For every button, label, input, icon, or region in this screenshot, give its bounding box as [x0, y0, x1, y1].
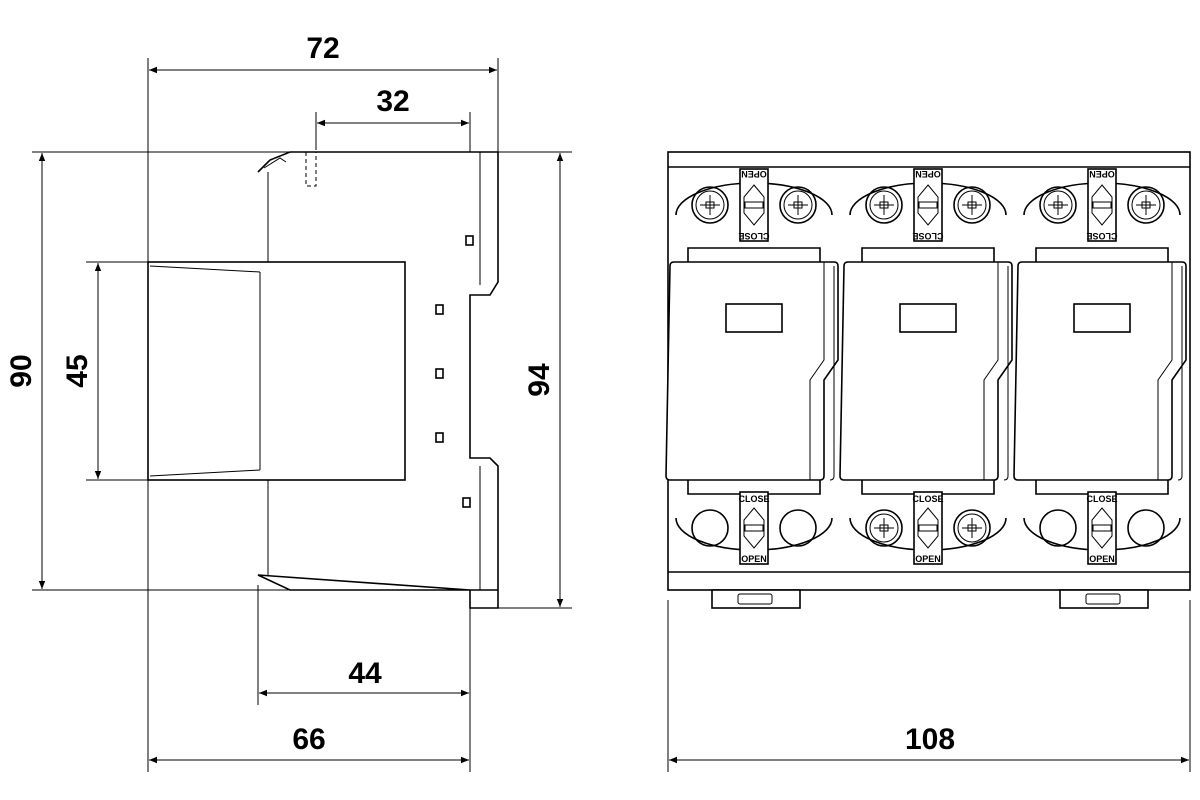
screw-cross — [1048, 195, 1068, 215]
open-label: OPEN — [741, 169, 767, 179]
modules: OPENCLOSECLOSEOPENOPENCLOSECLOSEOPENOPEN… — [665, 168, 1187, 565]
screw-head — [1043, 190, 1073, 220]
side-body — [147, 151, 499, 609]
screw-cross — [788, 195, 808, 215]
close-label: CLOSE — [738, 231, 769, 241]
open-close-arrow-icon — [1091, 184, 1113, 226]
screw-cross — [962, 518, 982, 538]
top-terminal: OPEN CLOSE — [675, 168, 833, 242]
plug-in-cartridge — [1013, 261, 1187, 481]
dimension-72: 72 — [306, 32, 339, 65]
terminal-hole — [1127, 509, 1165, 547]
clamp-slot — [1092, 524, 1112, 532]
clamp-slot — [744, 524, 764, 532]
screw-icon — [865, 509, 903, 547]
dimension-45: 45 — [61, 354, 94, 387]
protection-module: OPEN CLOSE CLOSE OPEN — [1013, 168, 1187, 565]
close-label: CLOSE — [1086, 231, 1117, 241]
dimension-108: 108 — [905, 723, 955, 756]
plug-in-cartridge — [839, 261, 1013, 481]
status-window — [725, 303, 783, 333]
close-label: CLOSE — [1086, 494, 1117, 504]
terminal-hole — [779, 509, 817, 547]
open-label: OPEN — [915, 554, 941, 564]
cartridge-edge — [809, 262, 835, 481]
top-terminal: OPEN CLOSE — [1023, 168, 1181, 242]
dimension-lines — [38, 66, 564, 764]
dimension-94: 94 — [523, 363, 556, 397]
screw-icon — [953, 186, 991, 224]
open-close-arrow-icon — [743, 184, 765, 226]
screw-head — [783, 190, 813, 220]
upper-tab — [861, 247, 995, 262]
upper-tab — [1035, 247, 1169, 262]
screw-cross — [700, 195, 720, 215]
screw-icon — [779, 186, 817, 224]
clamp-slot — [918, 201, 938, 209]
top-terminal: OPEN CLOSE — [849, 168, 1007, 242]
clamp-slot — [1092, 201, 1112, 209]
cartridge-edge — [983, 262, 1009, 481]
dimension-44: 44 — [348, 657, 382, 690]
plug-in-cartridge — [665, 261, 839, 481]
screw-icon — [953, 509, 991, 547]
upper-tab — [687, 247, 821, 262]
screw-icon — [1039, 186, 1077, 224]
open-label: OPEN — [1089, 169, 1115, 179]
dimension-66: 66 — [292, 723, 325, 756]
dimension-32: 32 — [376, 85, 409, 118]
clamp-slot — [918, 524, 938, 532]
screw-head — [1131, 190, 1161, 220]
screw-cross — [874, 195, 894, 215]
protection-module: OPEN CLOSE CLOSE OPEN — [839, 168, 1013, 565]
bottom-terminal: CLOSE OPEN — [675, 491, 833, 565]
bottom-terminal: CLOSE OPEN — [1023, 491, 1181, 565]
clamp-slot — [744, 201, 764, 209]
open-close-arrow-icon — [1091, 507, 1113, 549]
open-close-arrow-icon — [917, 507, 939, 549]
screw-head — [695, 190, 725, 220]
front-view: 108 OPENCLOSECLOSEOPENOPENCLOSECLOSEOPEN… — [665, 151, 1191, 772]
screw-head — [869, 513, 899, 543]
screw-head — [869, 190, 899, 220]
screw-icon — [865, 186, 903, 224]
screw-icon — [1127, 186, 1165, 224]
bottom-terminal: CLOSE OPEN — [849, 491, 1007, 565]
terminal-hole — [691, 509, 729, 547]
status-window — [1073, 303, 1131, 333]
terminal-hole — [1039, 509, 1077, 547]
side-view: 72 32 90 45 94 44 66 — [5, 32, 572, 772]
protection-module: OPEN CLOSE CLOSE OPEN — [665, 168, 839, 565]
close-label: CLOSE — [738, 494, 769, 504]
extension-lines-front — [667, 600, 1191, 772]
cartridge-edge — [1157, 262, 1183, 481]
open-label: OPEN — [1089, 554, 1115, 564]
screw-head — [957, 513, 987, 543]
dimension-90: 90 — [5, 354, 38, 387]
screw-cross — [962, 195, 982, 215]
close-label: CLOSE — [912, 494, 943, 504]
close-label: CLOSE — [912, 231, 943, 241]
open-label: OPEN — [915, 169, 941, 179]
rail-foot-right — [1059, 589, 1149, 609]
status-window — [899, 303, 957, 333]
rail-foot-left — [711, 589, 801, 609]
open-label: OPEN — [741, 554, 767, 564]
screw-cross — [1136, 195, 1156, 215]
open-close-arrow-icon — [743, 507, 765, 549]
screw-head — [957, 190, 987, 220]
screw-cross — [874, 518, 894, 538]
open-close-arrow-icon — [917, 184, 939, 226]
screw-icon — [691, 186, 729, 224]
